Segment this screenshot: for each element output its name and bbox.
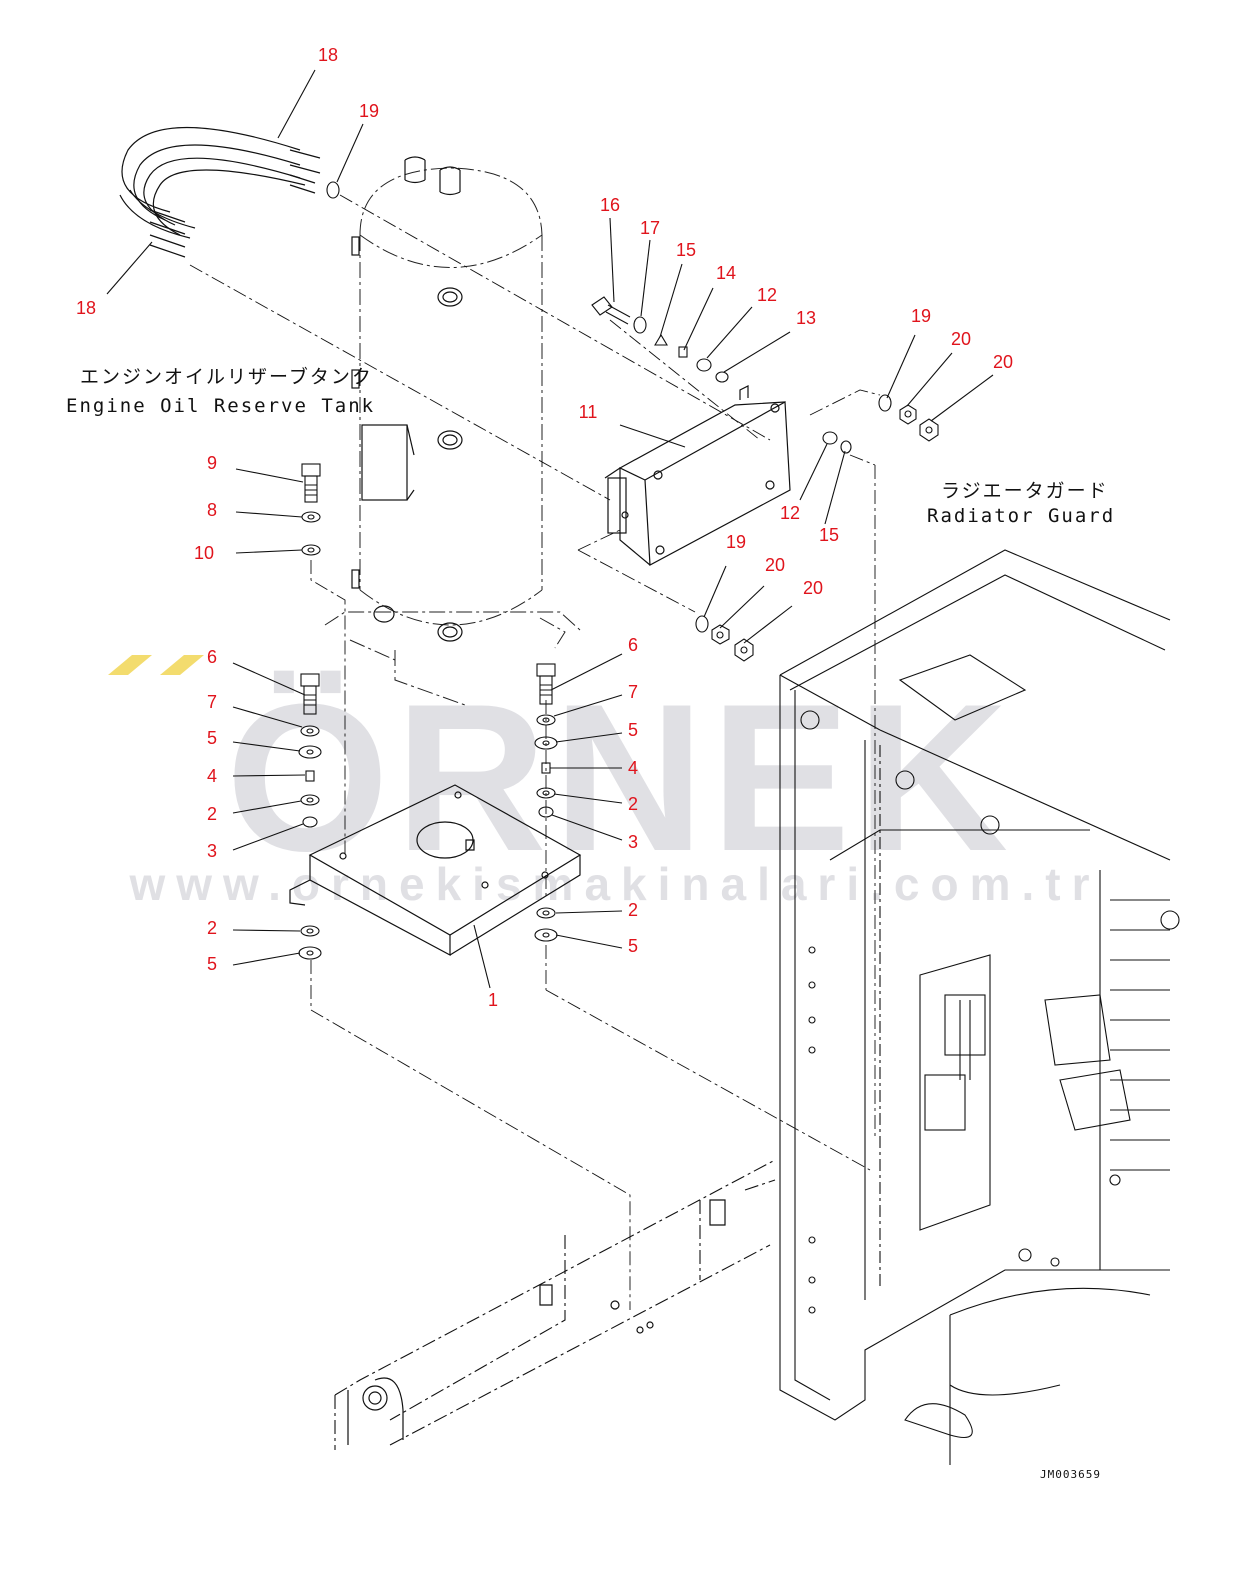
callout-17: 17 xyxy=(640,218,660,238)
callout-11: 11 xyxy=(579,402,598,422)
radiator-guard xyxy=(779,549,1180,1465)
reserve-tank xyxy=(324,167,581,706)
callout-12-bottom: 12 xyxy=(780,503,800,523)
callout-5-lower-left: 5 xyxy=(207,954,217,974)
callout-20-mid-b: 20 xyxy=(803,578,823,598)
callout-12-top: 12 xyxy=(757,285,777,305)
fasteners xyxy=(298,181,939,960)
callout-5-lower-right: 5 xyxy=(628,936,638,956)
callout-5-left: 5 xyxy=(207,728,217,748)
callout-7-left: 7 xyxy=(207,692,217,712)
callout-2-left: 2 xyxy=(207,804,217,824)
radiator-guard-label-en: Radiator Guard xyxy=(927,505,1116,527)
callout-13: 13 xyxy=(796,308,816,328)
callout-15-bottom: 15 xyxy=(819,525,839,545)
callout-9: 9 xyxy=(207,453,217,473)
bracket xyxy=(604,385,791,566)
callout-19-mid: 19 xyxy=(726,532,746,552)
assembly-lines xyxy=(189,194,881,1310)
callouts: 18 19 18 16 17 15 14 12 13 19 20 20 11 1… xyxy=(76,45,1013,1010)
hose-clamps xyxy=(119,126,321,258)
callout-6-left: 6 xyxy=(207,647,217,667)
callout-15-top: 15 xyxy=(676,240,696,260)
watermark-url: www.ornekismakinalari.com.tr xyxy=(129,858,1101,910)
callout-2-lower-right: 2 xyxy=(628,900,638,920)
callout-2-lower-left: 2 xyxy=(207,918,217,938)
engine-tank-label-en: Engine Oil Reserve Tank xyxy=(66,395,376,417)
callout-18-top: 18 xyxy=(318,45,338,65)
callout-20-right-b: 20 xyxy=(993,352,1013,372)
mounting-plate xyxy=(289,784,582,957)
callout-8: 8 xyxy=(207,500,217,520)
callout-7-right: 7 xyxy=(628,682,638,702)
figure-id: JM003659 xyxy=(1040,1468,1101,1481)
callout-1: 1 xyxy=(488,990,498,1010)
callout-19-right: 19 xyxy=(911,306,931,326)
engine-tank-label-jp: エンジンオイルリザーブタンク xyxy=(80,366,373,388)
tank-fittings xyxy=(351,156,463,642)
callout-3-left: 3 xyxy=(207,841,217,861)
leader-lines xyxy=(106,69,994,989)
watermark: ÖRNEK www.ornekismakinalari.com.tr xyxy=(108,655,1101,910)
callout-10: 10 xyxy=(194,543,214,563)
callout-20-right-a: 20 xyxy=(951,329,971,349)
callout-2-right: 2 xyxy=(628,794,638,814)
callout-14: 14 xyxy=(716,263,736,283)
callout-20-mid-a: 20 xyxy=(765,555,785,575)
callout-19-top: 19 xyxy=(359,101,379,121)
callout-3-right: 3 xyxy=(628,832,638,852)
callout-18-left: 18 xyxy=(76,298,96,318)
callout-4-right: 4 xyxy=(628,758,638,778)
watermark-brand: ÖRNEK xyxy=(226,660,1014,895)
callout-5-right: 5 xyxy=(628,720,638,740)
callout-6-right: 6 xyxy=(628,635,638,655)
base-frame xyxy=(334,1159,776,1450)
callout-4-left: 4 xyxy=(207,766,217,786)
radiator-guard-label-jp: ラジエータガード xyxy=(941,480,1109,502)
callout-16: 16 xyxy=(600,195,620,215)
frame-lug xyxy=(347,1199,726,1445)
